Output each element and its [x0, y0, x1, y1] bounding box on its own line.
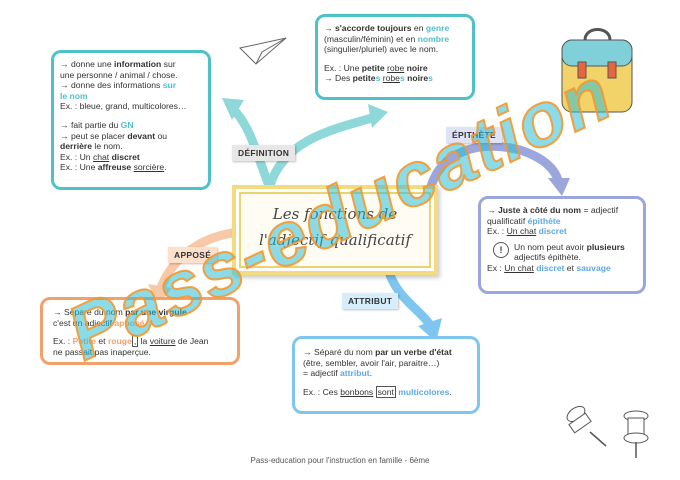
definition-line: Ex. : bleue, grand, multicolores…: [60, 101, 187, 112]
definition-box: → donne une information sur une personne…: [51, 50, 211, 190]
epithete-line: adjectifs épithète.: [514, 252, 581, 263]
arrow-to-definition: [227, 103, 275, 193]
appose-line: c'est un adjectif apposé.: [53, 317, 147, 328]
title-line-2: l'adjectif qualificatif: [258, 231, 412, 249]
attribut-line: → Séparé du nom par un verbe d'état: [303, 347, 452, 357]
pushpin-icon-2: [623, 410, 649, 458]
attribut-line: (être, sembler, avoir l'air, paraitre…): [303, 357, 440, 368]
epithete-line: → Juste à côté du nom = adjectif: [487, 205, 619, 215]
tag-epithete: ÉPITHÈTE: [446, 127, 502, 143]
paper-plane-icon: [238, 37, 287, 65]
arrow-to-accord: [265, 113, 377, 190]
appose-line: ne passait pas inaperçue.: [53, 346, 151, 357]
attribut-box: → Séparé du nom par un verbe d'état (êtr…: [292, 336, 480, 414]
definition-line: une personne / animal / chose.: [60, 69, 178, 80]
definition-line: → donne une information sur: [60, 59, 176, 69]
epithete-line: Un nom peut avoir plusieurs: [514, 241, 625, 252]
accord-line: (masculin/féminin) et en nombre: [324, 33, 450, 44]
epithete-line: Ex. : Un chat discret: [487, 226, 567, 237]
definition-line: → donne des informations sur: [60, 80, 177, 91]
arrow-to-attribut: [385, 270, 435, 330]
warning-icon: !: [493, 241, 509, 258]
appose-box: → Séparé du nom par une virgule c'est un…: [40, 297, 240, 365]
title-line-1: Les fonctions de: [272, 205, 398, 223]
appose-line: → Séparé du nom par une virgule: [53, 307, 187, 317]
arrowhead-appose: [148, 284, 172, 306]
accord-line: Ex. : Une petite robe noire: [324, 62, 428, 73]
accord-line: (singulier/pluriel) avec le nom.: [324, 44, 439, 55]
arrow-to-epithete: [425, 141, 563, 195]
appose-line: Ex. : Petite et rouge, la voiture de Jea…: [53, 335, 209, 348]
schoolbag-icon: [561, 28, 633, 113]
attribut-line: = adjectif attribut.: [303, 368, 373, 379]
pushpin-icon: [566, 405, 607, 447]
epithete-line: Ex : Un chat discret et sauvage: [487, 262, 611, 273]
accord-line: → s'accorde toujours en genre: [324, 23, 450, 33]
definition-line: derrière le nom.: [60, 141, 123, 152]
definition-line: → fait partie du GN: [60, 119, 134, 130]
arrowhead-definition: [222, 98, 244, 120]
tag-attribut: ATTRIBUT: [342, 293, 399, 309]
footer-text: Pass-education pour l'instruction en fam…: [250, 456, 430, 465]
definition-line: le nom: [60, 90, 88, 101]
arrowhead-epithete: [548, 178, 570, 196]
definition-line: Ex. : Un chat discret: [60, 151, 140, 162]
accord-line: → Des petites robes noires: [324, 73, 433, 84]
tag-appose: APPOSÉ: [168, 247, 218, 263]
tag-definition: DÉFINITION: [232, 145, 296, 161]
epithete-line: qualificatif épithète: [487, 215, 561, 226]
title-card: Les fonctions de l'adjectif qualificatif: [232, 185, 438, 275]
arrowhead-accord: [368, 104, 388, 128]
definition-line: Ex. : Une affreuse sorcière.: [60, 162, 167, 173]
accord-box: → s'accorde toujours en genre (masculin/…: [315, 14, 475, 100]
epithete-box: → Juste à côté du nom = adjectif qualifi…: [478, 196, 646, 294]
definition-line: → peut se placer devant ou: [60, 130, 168, 141]
attribut-line: Ex. : Ces bonbons sont multicolores.: [303, 385, 452, 398]
